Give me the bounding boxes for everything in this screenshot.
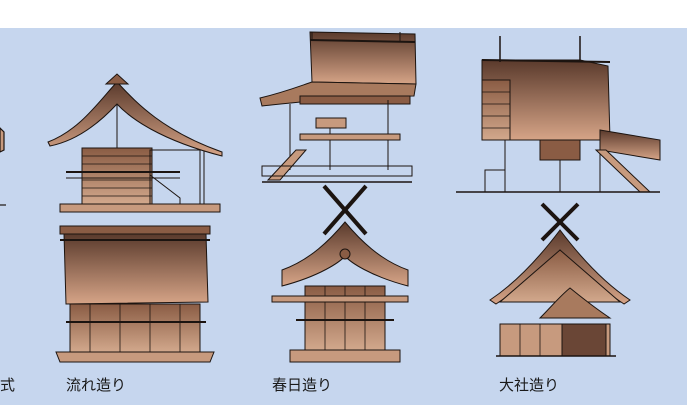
taisha-front-drawing — [489, 202, 631, 357]
label-kasuga-zukuri: 春日造り — [272, 376, 333, 394]
label-taisha-zukuri: 大社造り — [499, 376, 560, 394]
partial-shrine-left — [0, 127, 6, 206]
nagare-side-drawing — [55, 225, 215, 363]
nagare-front-drawing — [47, 73, 223, 213]
kasuga-side-drawing — [259, 31, 417, 183]
label-partial-left: 式 — [0, 376, 16, 394]
label-nagare-zukuri: 流れ造り — [66, 376, 127, 394]
taisha-side-drawing — [456, 36, 661, 193]
kasuga-front-drawing — [271, 184, 409, 363]
